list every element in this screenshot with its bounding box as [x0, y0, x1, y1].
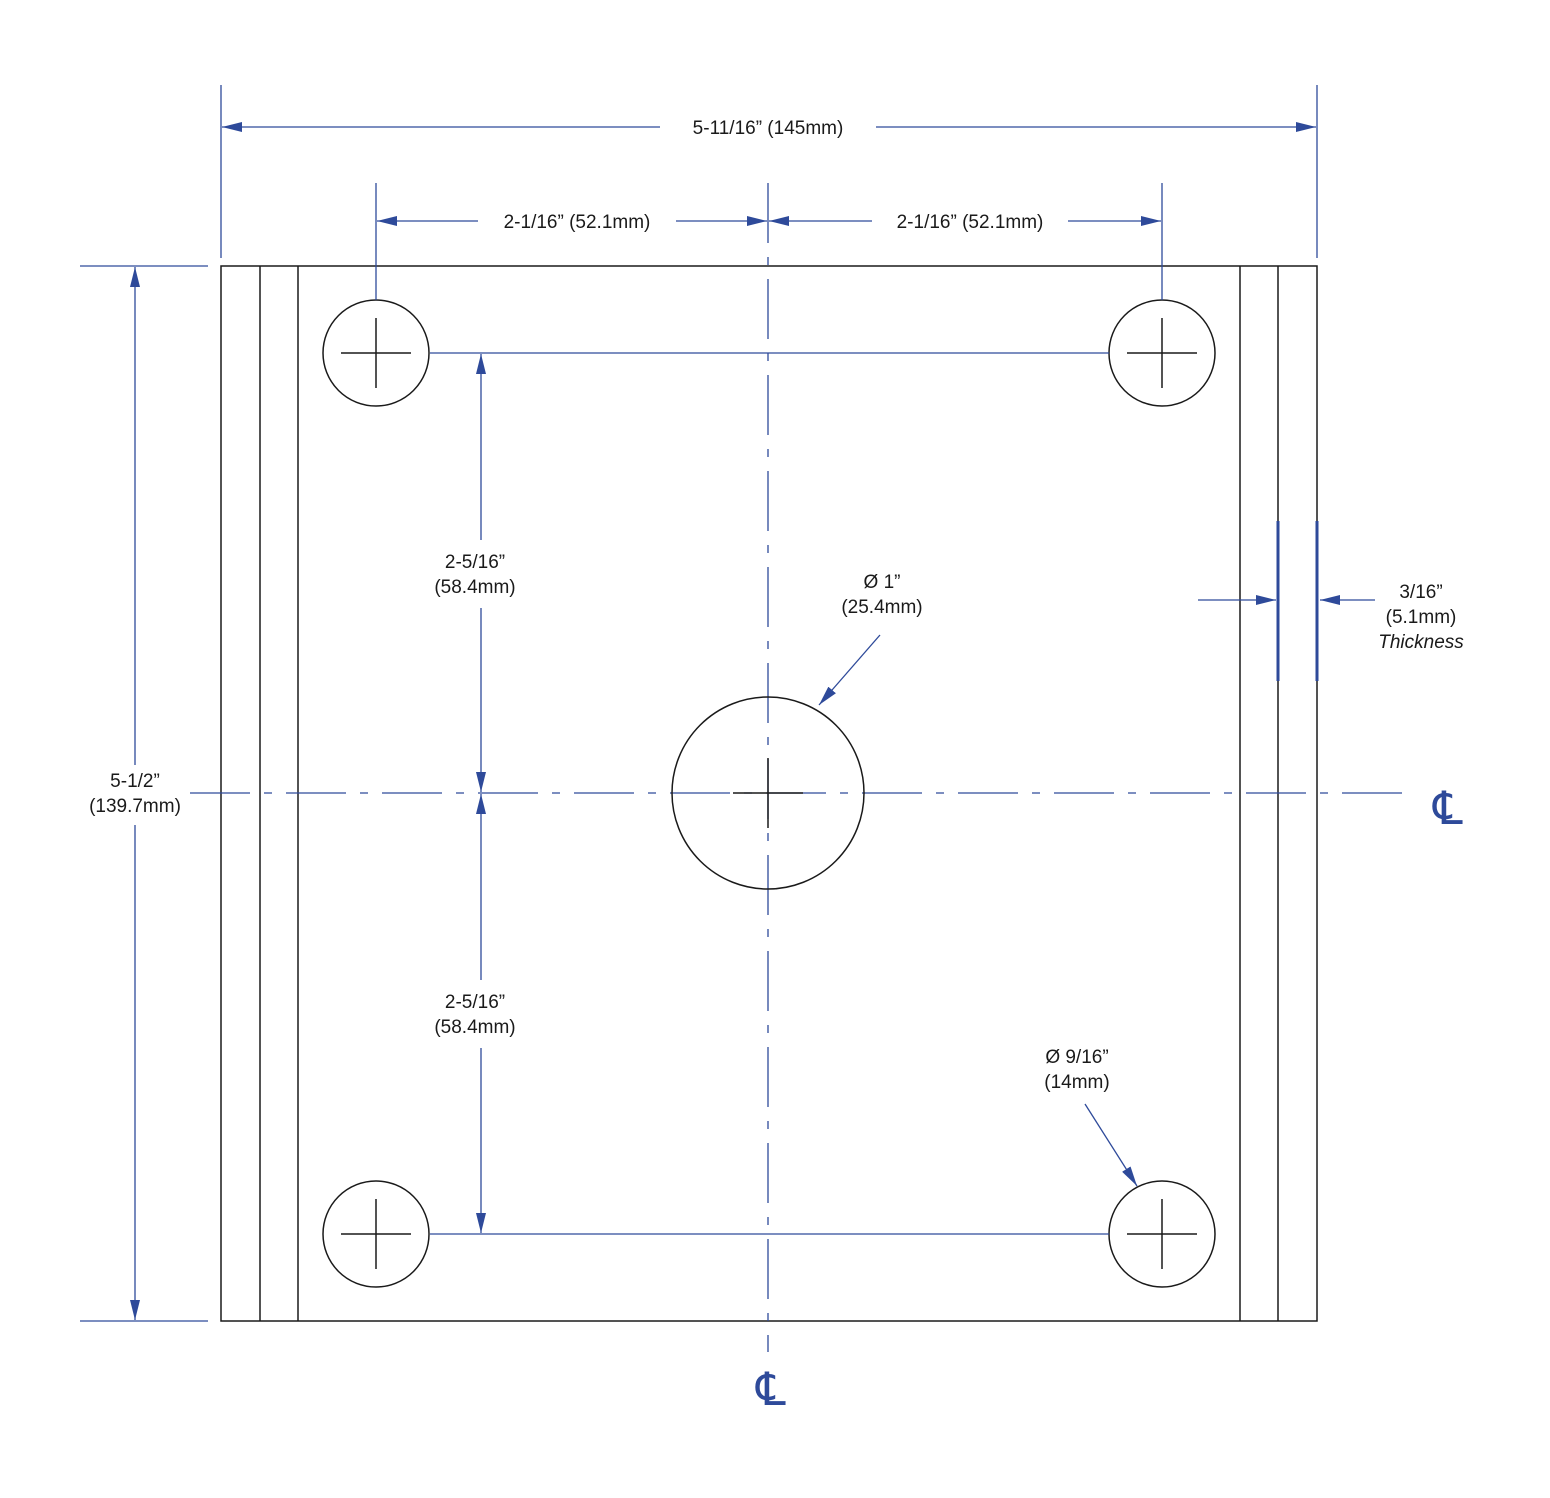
upper-vertical-label-mm: (58.4mm) — [434, 577, 515, 598]
bolt-hole-bottom-right — [1108, 1180, 1216, 1288]
upper-vertical-label-in: 2-5/16” — [445, 552, 505, 573]
center-hole-mm-label: (25.4mm) — [841, 597, 922, 618]
vertical-spacing-dimension: 2-5/16” (58.4mm) 2-5/16” (58.4mm) — [430, 352, 1109, 1235]
thickness-word-label: Thickness — [1378, 632, 1464, 653]
centerline-symbol-bottom: ℄ — [755, 1363, 786, 1415]
overall-height-label-in: 5-1/2” — [110, 771, 160, 792]
centerline-symbol-right: ℄ — [1432, 782, 1463, 834]
bolt-hole-dia-label: Ø 9/16” — [1045, 1047, 1108, 1068]
thickness-mm-label: (5.1mm) — [1386, 607, 1457, 628]
center-hole-dia-label: Ø 1” — [864, 572, 901, 593]
overall-height-label-mm: (139.7mm) — [89, 796, 181, 817]
bolt-hole-top-right — [1108, 299, 1216, 407]
overall-width-dimension: 5-11/16” (145mm) — [220, 85, 1318, 258]
center-hole-callout: Ø 1” (25.4mm) — [818, 572, 923, 706]
hole-spacing-dimension: 2-1/16” (52.1mm) 2-1/16” (52.1mm) — [375, 183, 1163, 300]
bolt-hole-top-left — [322, 299, 430, 407]
centerlines — [190, 183, 1410, 1352]
hole-spacing-right-label: 2-1/16” (52.1mm) — [897, 212, 1044, 233]
thickness-in-label: 3/16” — [1399, 582, 1442, 603]
lower-vertical-label-mm: (58.4mm) — [434, 1017, 515, 1038]
center-hole — [671, 696, 865, 890]
overall-width-label: 5-11/16” (145mm) — [693, 118, 844, 139]
hole-spacing-left-label: 2-1/16” (52.1mm) — [504, 212, 651, 233]
lower-vertical-label-in: 2-5/16” — [445, 992, 505, 1013]
overall-height-dimension: 5-1/2” (139.7mm) — [80, 265, 208, 1322]
plate-outline — [220, 265, 1318, 1322]
bolt-hole-callout: Ø 9/16” (14mm) — [1044, 1047, 1138, 1187]
thickness-callout: 3/16” (5.1mm) Thickness — [1198, 521, 1464, 681]
bolt-hole-mm-label: (14mm) — [1044, 1072, 1109, 1093]
bolt-hole-bottom-left — [322, 1180, 430, 1288]
